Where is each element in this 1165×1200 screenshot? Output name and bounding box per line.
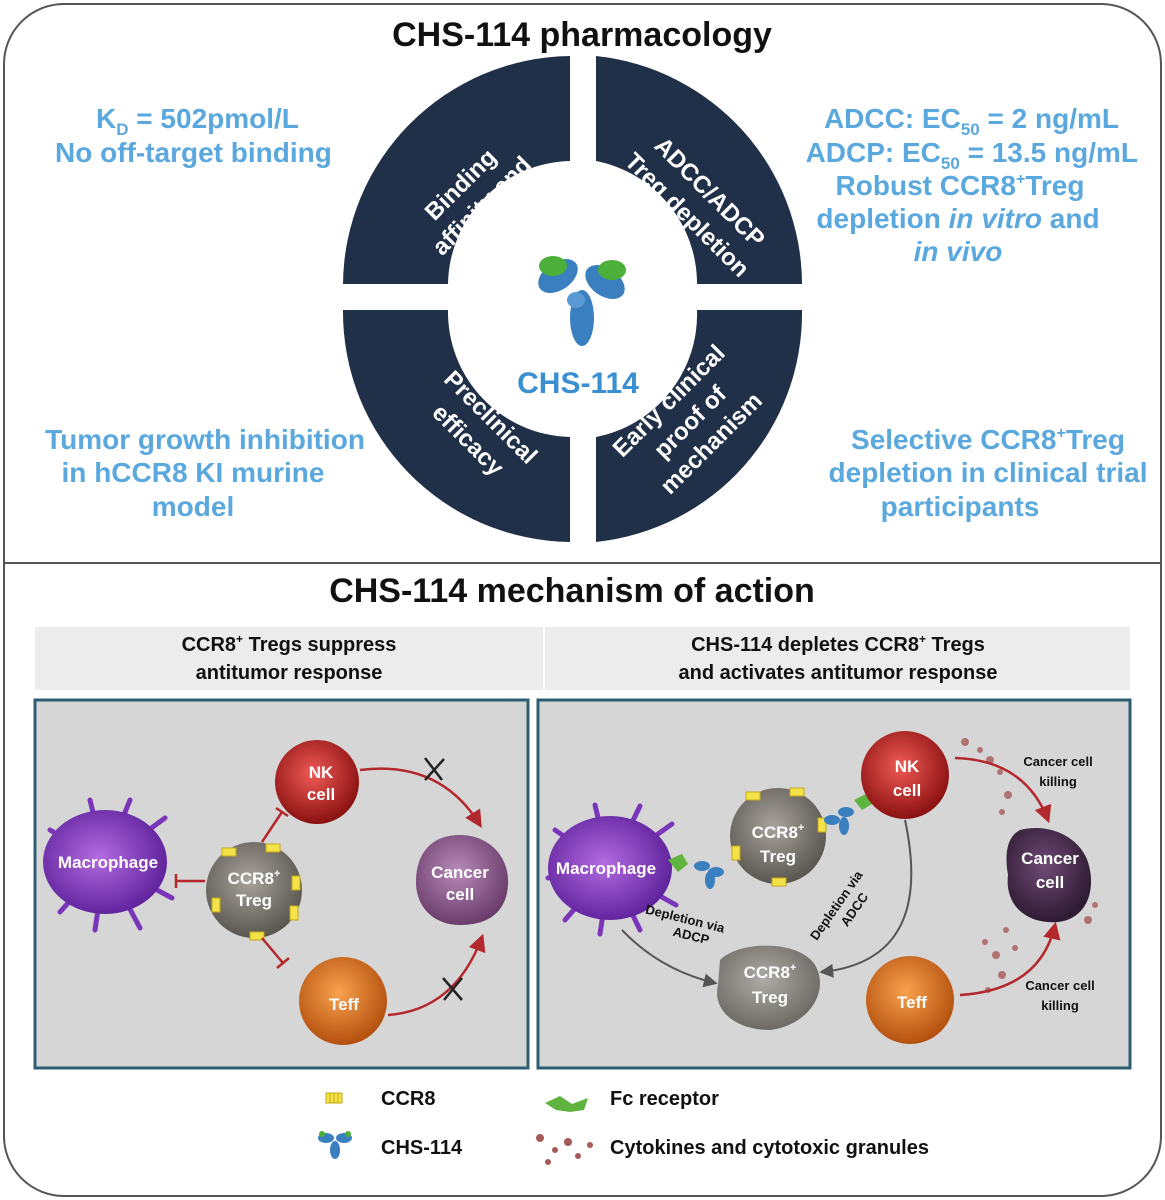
right-fc-macrophage <box>668 854 724 889</box>
note-clinical: Selective CCR8+Treg depletion in clinica… <box>829 424 1148 522</box>
killing-top-2: killing <box>1039 774 1077 789</box>
svg-text:depletion in clinical trial: depletion in clinical trial <box>829 457 1148 488</box>
left-teff-arrow <box>387 933 486 1017</box>
right-treg-dying-label: CCR8+ <box>744 962 797 982</box>
right-macrophage <box>545 802 679 937</box>
legend-ccr8-icon <box>325 1092 343 1104</box>
left-treg <box>206 842 302 941</box>
svg-text:depletion in vitro and: depletion in vitro and <box>816 203 1099 234</box>
right-teff-cell <box>866 956 954 1044</box>
right-header-line2: and activates antitumor response <box>679 662 998 684</box>
right-treg-dying <box>717 945 820 1030</box>
left-nk-label-2: cell <box>307 785 335 804</box>
svg-text:No off-target binding: No off-target binding <box>55 137 332 168</box>
nk-killing-arrow <box>954 756 1052 824</box>
left-macrophage-label: Macrophage <box>58 853 158 872</box>
left-nk-arrow <box>359 767 482 828</box>
right-header-line1: CHS-114 depletes CCR8+ Tregs <box>691 632 985 656</box>
quadrant-top-right <box>596 56 802 284</box>
left-nk-label-1: NK <box>309 763 334 782</box>
left-treg-label-2: Treg <box>236 891 272 910</box>
killing-top-1: Cancer cell <box>1023 754 1092 769</box>
right-header-box <box>545 627 1130 690</box>
legend-ccr8-label: CCR8 <box>381 1088 435 1110</box>
svg-text:KD = 502pmol/L: KD = 502pmol/L <box>96 103 299 139</box>
quadrant-bottom-right <box>596 310 803 542</box>
svg-text:Selective CCR8+Treg: Selective CCR8+Treg <box>851 424 1125 455</box>
left-cancer-cell <box>415 835 509 925</box>
center-label: CHS-114 <box>517 367 639 400</box>
right-macrophage-label: Macrophage <box>556 859 656 878</box>
legend-granules-icon <box>536 1134 593 1165</box>
right-treg-label: CCR8+ <box>752 822 805 842</box>
legend-chs114-label: CHS-114 <box>381 1137 463 1159</box>
svg-text:ADCC: EC50 = 2 ng/mL: ADCC: EC50 = 2 ng/mL <box>824 103 1119 139</box>
killing-bottom-2: killing <box>1041 998 1079 1013</box>
legend-chs114-icon <box>318 1131 352 1159</box>
left-cancer-label-2: cell <box>446 885 474 904</box>
right-cancer-label-1: Cancer <box>1021 849 1079 868</box>
teff-killing-arrow <box>959 921 1061 997</box>
right-nk-label-1: NK <box>895 757 920 776</box>
legend-fc-label: Fc receptor <box>610 1088 719 1110</box>
svg-text:Tumor growth inhibition: Tumor growth inhibition <box>45 424 365 455</box>
left-teff-label: Teff <box>329 995 359 1014</box>
left-treg-label: CCR8+ <box>228 868 281 888</box>
svg-text:in hCCR8 KI murine: in hCCR8 KI murine <box>62 457 325 488</box>
left-macrophage <box>43 797 175 933</box>
antibody-icon <box>538 256 626 346</box>
left-inhibition-lines <box>174 806 290 969</box>
svg-text:Robust CCR8+Treg: Robust CCR8+Treg <box>836 170 1085 201</box>
block-marks <box>424 757 463 1001</box>
pharmacology-title: CHS-114 pharmacology <box>392 16 772 54</box>
right-treg <box>730 787 827 887</box>
quadrant-top-left <box>343 56 570 284</box>
left-header-line2: antitumor response <box>196 662 383 684</box>
adcp-arrow <box>621 929 718 988</box>
legend: CCR8 CHS-114 Fc receptor Cytokines and c… <box>318 1088 929 1165</box>
mechanism-title: CHS-114 mechanism of action <box>329 572 815 610</box>
left-nk-cell <box>275 740 359 824</box>
quadrant-bottom-left <box>342 310 570 542</box>
svg-text:model: model <box>152 491 234 522</box>
legend-fc-icon <box>545 1096 588 1112</box>
killing-bottom-1: Cancer cell <box>1025 978 1094 993</box>
right-nk-cell <box>861 731 949 819</box>
note-adcc-adcp: ADCC: EC50 = 2 ng/mL ADCP: EC50 = 13.5 n… <box>806 103 1138 267</box>
svg-text:in vivo: in vivo <box>914 236 1003 267</box>
right-treg-label-2: Treg <box>760 847 796 866</box>
note-binding: KD = 502pmol/L No off-target binding <box>55 103 332 168</box>
left-teff-cell <box>299 957 387 1045</box>
right-nk-label-2: cell <box>893 781 921 800</box>
left-header-box <box>35 627 543 690</box>
adcc-arrow <box>819 819 913 978</box>
left-header-line1: CCR8+ Tregs suppress <box>182 632 397 656</box>
note-preclinical: Tumor growth inhibition in hCCR8 KI muri… <box>45 424 365 522</box>
svg-text:participants: participants <box>881 491 1040 522</box>
right-cancer-cell <box>1006 827 1092 923</box>
right-cancer-label-2: cell <box>1036 873 1064 892</box>
svg-text:ADCP: EC50 = 13.5 ng/mL: ADCP: EC50 = 13.5 ng/mL <box>806 137 1138 173</box>
legend-cytokines-label: Cytokines and cytotoxic granules <box>610 1137 929 1159</box>
outer-frame <box>3 3 1162 1197</box>
right-teff-label: Teff <box>897 993 927 1012</box>
right-treg-dying-label-2: Treg <box>752 988 788 1007</box>
left-cancer-label-1: Cancer <box>431 863 489 882</box>
